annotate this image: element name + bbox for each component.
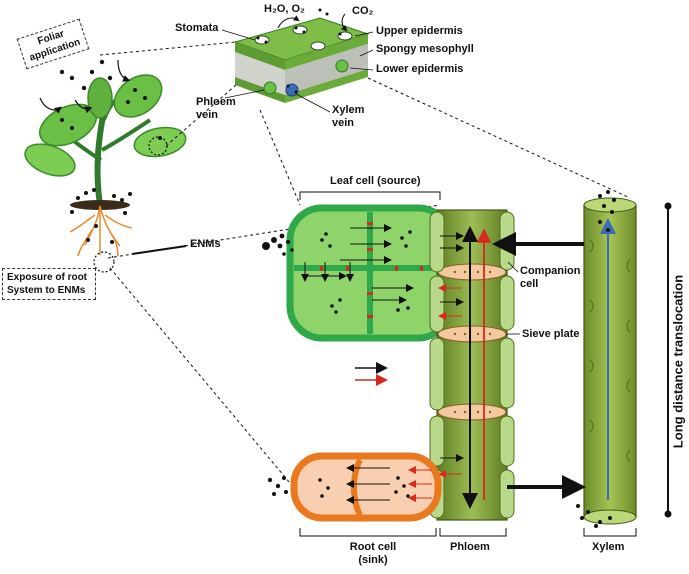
enms-cluster — [262, 233, 294, 256]
plant-illustration — [24, 59, 187, 273]
xylem-bracket — [583, 528, 637, 537]
spongy-pointer — [359, 49, 374, 57]
sieve-plates — [437, 263, 507, 421]
mesophyll-side — [285, 44, 368, 95]
spray-arrow-1 — [39, 97, 62, 114]
upper-epidermis-pointer — [354, 31, 374, 37]
leaf-apex — [87, 77, 113, 119]
xylem-top-particles — [598, 190, 616, 232]
lower-stoma-shape — [335, 59, 349, 73]
root-cell-red-arrows — [408, 466, 432, 502]
leaf-cell-arrows — [301, 224, 414, 304]
co2-label: CO₂ — [352, 5, 374, 17]
upper-edge-side — [285, 34, 368, 70]
leaf-cell-label: Leaf cell (source) — [330, 175, 421, 187]
long-distance-top-dot — [664, 202, 672, 210]
plant-roots — [69, 205, 133, 257]
phloem-column — [429, 209, 520, 537]
enms-label: ENMs — [190, 238, 221, 250]
root-cells — [267, 452, 442, 537]
spongy-mesophyll-label: Spongy mesophyll — [376, 43, 474, 55]
root-cell-label: Root cell (sink) — [349, 541, 397, 566]
foliar-particles — [59, 59, 162, 140]
sieve-plate-label: Sieve plate — [522, 328, 580, 340]
root-cell-outline — [290, 452, 442, 522]
xylem-pits — [589, 239, 631, 463]
phloem-vein-shape — [263, 81, 277, 95]
root-cell-arrows — [346, 464, 390, 504]
root-cell-divider — [351, 458, 363, 517]
plant-branch-right — [101, 118, 152, 152]
phloem-h-arrows — [440, 232, 464, 462]
stomata-label: Stomata — [175, 22, 219, 34]
leaf-cells — [286, 191, 454, 342]
soil-line — [70, 200, 130, 210]
root-zoom-circle — [93, 251, 115, 273]
xylem-vein-label: Xylem vein — [332, 104, 365, 129]
stomata-pointer — [221, 29, 256, 41]
sieve-tube — [436, 209, 508, 521]
root-cell-bracket — [299, 528, 437, 537]
phloem-red-h-arrows — [438, 284, 462, 478]
companion-cells-right — [499, 211, 515, 519]
root-exposure-label: Exposure of root System to ENMs — [2, 268, 96, 300]
xylem-column — [576, 190, 637, 537]
enms-line — [131, 245, 187, 255]
xylem-bottom-particles — [576, 504, 612, 528]
lower-epidermis-pointer — [349, 67, 374, 71]
leaf-cross-section — [221, 8, 374, 113]
spray-arrow-2 — [74, 99, 93, 114]
leaf-zoom-circle — [148, 136, 168, 156]
leaf-right — [133, 126, 187, 158]
leaf-plasmodesmata — [320, 222, 423, 318]
xylem-vessel — [583, 204, 637, 518]
plant-stem — [94, 104, 108, 206]
lower-epidermis-label: Lower epidermis — [376, 63, 464, 75]
long-distance-label: Long distance translocation — [670, 274, 686, 449]
leaf-top — [113, 74, 163, 118]
lower-edge-side — [285, 69, 368, 103]
gas-out-arrow — [277, 15, 300, 29]
phloem-vein-label: Phloem vein — [196, 96, 236, 121]
companion-cell-label: Companion cell — [520, 265, 581, 290]
upper-epidermis-label: Upper epidermis — [376, 25, 463, 37]
phloem-vein-pointer — [224, 89, 265, 99]
phloem-bracket — [439, 528, 507, 537]
phloem-label: Phloem — [450, 541, 490, 553]
spray-arrow-3 — [117, 59, 131, 82]
xylem-vein-pointer — [295, 93, 331, 113]
xylem-label: Xylem — [592, 541, 625, 553]
h2o-o2-label: H₂O, O₂ — [264, 3, 305, 15]
upper-edge-front — [235, 42, 285, 70]
root-side-particles — [267, 476, 288, 496]
xylem-top — [583, 197, 637, 213]
cross-section-particles — [256, 8, 342, 94]
leaf-cell-bracket — [299, 191, 441, 200]
lower-edge-front — [235, 77, 285, 103]
gas-in-arrow — [341, 13, 348, 32]
leaf-lower-left — [24, 143, 76, 177]
long-distance-bottom-dot — [664, 510, 672, 518]
soil-particles — [70, 188, 132, 244]
companion-cell-pointer — [507, 261, 519, 273]
